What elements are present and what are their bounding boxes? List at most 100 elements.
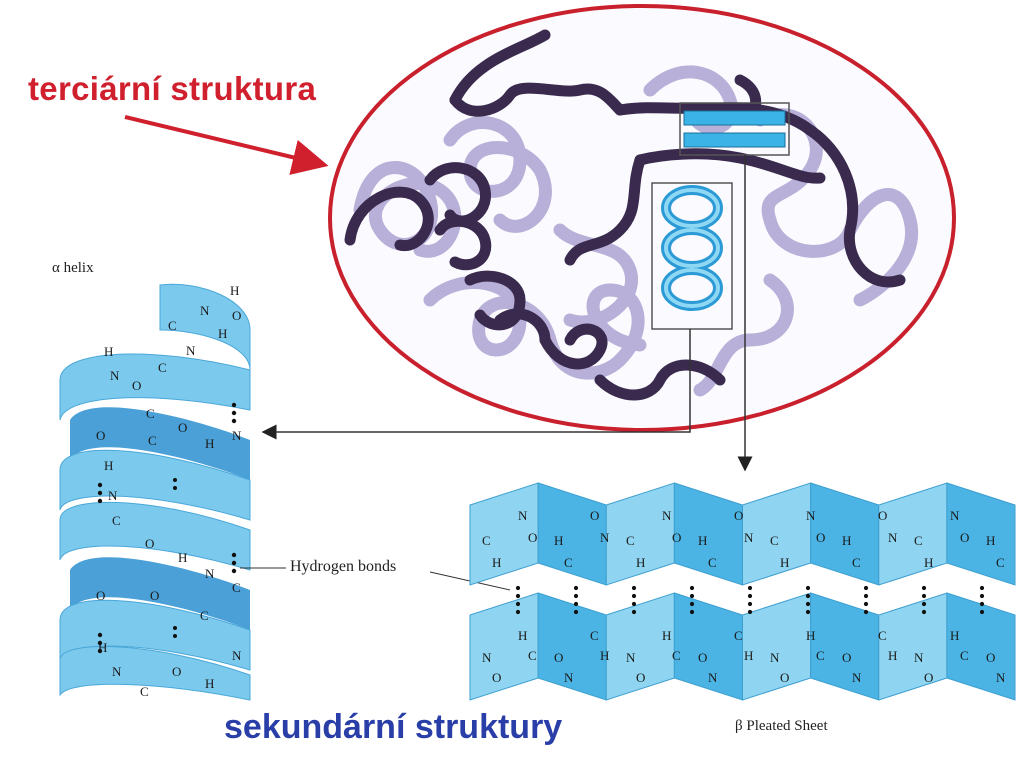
sheet-atom-label: O xyxy=(780,670,789,685)
sheet-atom-label: O xyxy=(636,670,645,685)
sheet-hbond-dot xyxy=(689,601,695,607)
sheet-atom-label: H xyxy=(842,533,851,548)
sheet-atom-label: O xyxy=(734,508,743,523)
sheet-panel xyxy=(878,592,948,701)
sheet-atom-label: H xyxy=(492,555,501,570)
sheet-atom-label: N xyxy=(482,650,492,665)
sheet-atom-label: C xyxy=(852,555,861,570)
helix-atom-label: C xyxy=(158,360,167,375)
sheet-hbond-dot xyxy=(805,585,811,591)
helix-atom-label: O xyxy=(150,588,159,603)
sheet-hbond-dot xyxy=(515,593,521,599)
sheet-atom-label: N xyxy=(806,508,816,523)
helix-hydrogen-bonds xyxy=(97,402,237,654)
helix-atom-label: O xyxy=(145,536,154,551)
helix-atom-label: H xyxy=(205,676,214,691)
helix-atom-label: C xyxy=(200,608,209,623)
helix-atom-label: H xyxy=(98,640,107,655)
sheet-atom-label: C xyxy=(708,555,717,570)
sheet-hbond-dot xyxy=(805,601,811,607)
hydrogen-bonds-label: Hydrogen bonds xyxy=(290,558,397,575)
helix-atom-label: C xyxy=(168,318,177,333)
sheet-hbond-dot xyxy=(631,601,637,607)
sheet-panel xyxy=(742,592,812,701)
sheet-atom-label: N xyxy=(744,530,754,545)
sheet-hbond-dot xyxy=(573,609,579,615)
sheet-atom-label: H xyxy=(600,648,609,663)
sheet-atom-label: O xyxy=(878,508,887,523)
helix-atom-label: C xyxy=(112,513,121,528)
alpha-helix-label: α helix xyxy=(52,260,94,276)
sheet-hbond-dot xyxy=(573,585,579,591)
helix-atom-label: C xyxy=(140,684,149,699)
tertiary-structure-title: terciární struktura xyxy=(28,70,317,107)
sheet-atom-label: H xyxy=(518,628,527,643)
sheet-atom-label: N xyxy=(996,670,1006,685)
sheet-atom-label: C xyxy=(996,555,1005,570)
sheet-hbond-dot xyxy=(631,585,637,591)
helix-atom-label: H xyxy=(104,344,113,359)
helix-atom-label: O xyxy=(96,428,105,443)
sheet-atom-label: H xyxy=(924,555,933,570)
sheet-hbond-dot xyxy=(979,593,985,599)
beta-sheet-diagram: CHNONOHCHCONONCHCHNONOHCHCONONCHCHNONOHC… xyxy=(469,482,1016,701)
sheet-atom-label: C xyxy=(564,555,573,570)
sheet-panel xyxy=(946,592,1016,701)
sheet-atom-label: C xyxy=(734,628,743,643)
sheet-hbond-dot xyxy=(515,585,521,591)
helix-atom-label: N xyxy=(232,648,242,663)
helix-atom-label: O xyxy=(232,308,241,323)
helix-atom-label: C xyxy=(146,406,155,421)
sheet-atom-label: O xyxy=(698,650,707,665)
sheet-atom-label: C xyxy=(672,648,681,663)
sheet-hbond-dot xyxy=(631,609,637,615)
helix-atom-label: H xyxy=(218,326,227,341)
sheet-atom-label: H xyxy=(698,533,707,548)
helix-atom-label: O xyxy=(96,588,105,603)
helix-atom-label: C xyxy=(148,433,157,448)
sheet-hbond-dot xyxy=(689,585,695,591)
sheet-hbond-dot xyxy=(689,609,695,615)
sheet-atom-label: H xyxy=(636,555,645,570)
sheet-hbond-dot xyxy=(747,609,753,615)
sheet-atom-label: O xyxy=(528,530,537,545)
sheet-hbond-dot xyxy=(515,601,521,607)
sheet-panel xyxy=(946,482,1016,586)
sheet-atom-label: O xyxy=(590,508,599,523)
sheet-atom-label: C xyxy=(482,533,491,548)
sheet-atom-label: N xyxy=(914,650,924,665)
sheet-atom-label: H xyxy=(888,648,897,663)
sheet-hbond-dot xyxy=(805,593,811,599)
sheet-atom-label: H xyxy=(744,648,753,663)
helix-atom-label: N xyxy=(108,488,118,503)
sheet-atom-labels: CHNONOHCHCONONCHCHNONOHCHCONONCHCHNONOHC… xyxy=(482,508,1006,685)
tertiary-pointer-arrow xyxy=(124,115,329,175)
beta-sheet-label: β Pleated Sheet xyxy=(735,718,828,734)
highlight-sheet xyxy=(679,102,790,156)
sheet-atom-label: N xyxy=(950,508,960,523)
helix-atom-label: N xyxy=(186,343,196,358)
tertiary-structure xyxy=(328,4,956,432)
sheet-atom-label: C xyxy=(626,533,635,548)
helix-highlight-box xyxy=(651,182,733,330)
sheet-hbond-dot xyxy=(863,593,869,599)
helix-atom-label: N xyxy=(112,664,122,679)
sheet-hbond-dot xyxy=(747,601,753,607)
sheet-atom-label: N xyxy=(770,650,780,665)
sheet-atom-label: O xyxy=(986,650,995,665)
sheet-atom-label: C xyxy=(770,533,779,548)
sheet-hbond-dot xyxy=(747,585,753,591)
sheet-atom-label: C xyxy=(960,648,969,663)
sheet-hbond-dot xyxy=(863,601,869,607)
helix-atom-label: O xyxy=(178,420,187,435)
sheet-hbond-dot xyxy=(863,585,869,591)
sheet-atom-label: H xyxy=(950,628,959,643)
sheet-atom-label: N xyxy=(852,670,862,685)
sheet-atom-label: H xyxy=(554,533,563,548)
sheet-hbond-dot xyxy=(979,609,985,615)
sheet-hbond-dot xyxy=(573,601,579,607)
helix-atom-label: C xyxy=(232,580,241,595)
sheet-hbond-dot xyxy=(921,585,927,591)
